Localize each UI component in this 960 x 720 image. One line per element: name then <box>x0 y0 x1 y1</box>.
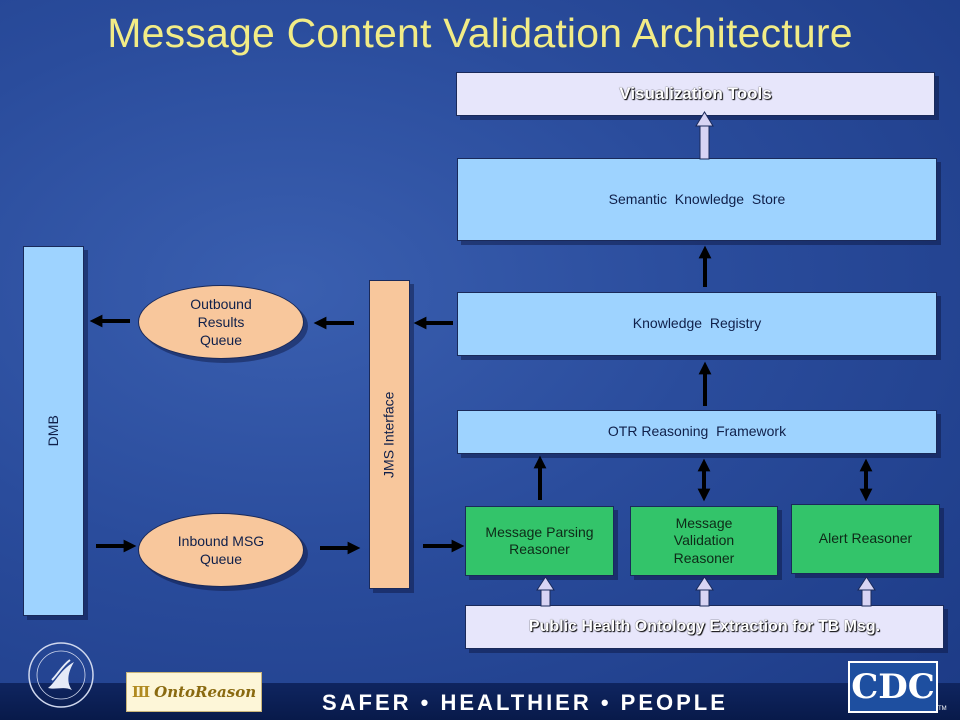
inbound-msg-queue: Inbound MSG Queue <box>138 513 304 587</box>
otr-reasoning-framework-box: OTR Reasoning Framework <box>457 410 937 454</box>
knowledge-registry-label: Knowledge Registry <box>632 315 762 332</box>
dmb-box: DMB <box>23 246 84 616</box>
inbound-msg-queue-label: Inbound MSG Queue <box>177 532 265 567</box>
outbound-results-queue-label: Outbound Results Queue <box>190 295 252 349</box>
footer-tagline: SAFER • HEALTHIER • PEOPLE <box>322 690 728 715</box>
message-validation-reasoner-label: Message Validation Reasoner <box>673 514 735 566</box>
message-validation-reasoner-box: Message Validation Reasoner <box>630 506 778 576</box>
visualization-tools-box: Visualization Tools <box>456 72 935 116</box>
ontoreason-logo-icon: Ⅲ <box>131 683 151 701</box>
trademark-mark: TM <box>938 706 947 712</box>
alert-reasoner-label: Alert Reasoner <box>818 530 913 547</box>
ontoreason-logo-text: OntoReason <box>154 683 257 701</box>
fat-arrow-to-validation <box>695 576 714 607</box>
fat-arrow-to-alert <box>857 576 876 607</box>
public-health-ontology-box: Public Health Ontology Extraction for TB… <box>465 605 944 649</box>
alert-reasoner-box: Alert Reasoner <box>791 504 940 574</box>
knowledge-registry-box: Knowledge Registry <box>457 292 937 356</box>
jms-interface-box: JMS Interface <box>369 280 410 589</box>
outbound-results-queue: Outbound Results Queue <box>138 285 304 359</box>
ontoreason-logo: Ⅲ OntoReason <box>126 672 262 712</box>
visualization-tools-label: Visualization Tools <box>619 84 772 104</box>
semantic-knowledge-store-box: Semantic Knowledge Store <box>457 158 937 241</box>
otr-reasoning-framework-label: OTR Reasoning Framework <box>607 423 787 440</box>
semantic-knowledge-store-label: Semantic Knowledge Store <box>608 190 786 207</box>
slide-title: Message Content Validation Architecture <box>107 10 853 56</box>
hhs-seal-icon <box>28 642 94 708</box>
fat-arrow-to-visualization <box>695 111 714 160</box>
message-parsing-reasoner-box: Message Parsing Reasoner <box>465 506 614 576</box>
public-health-ontology-label: Public Health Ontology Extraction for TB… <box>528 618 881 635</box>
message-parsing-reasoner-label: Message Parsing Reasoner <box>485 523 594 558</box>
cdc-logo: CDC <box>848 661 938 713</box>
fat-arrow-to-parsing <box>536 576 555 607</box>
